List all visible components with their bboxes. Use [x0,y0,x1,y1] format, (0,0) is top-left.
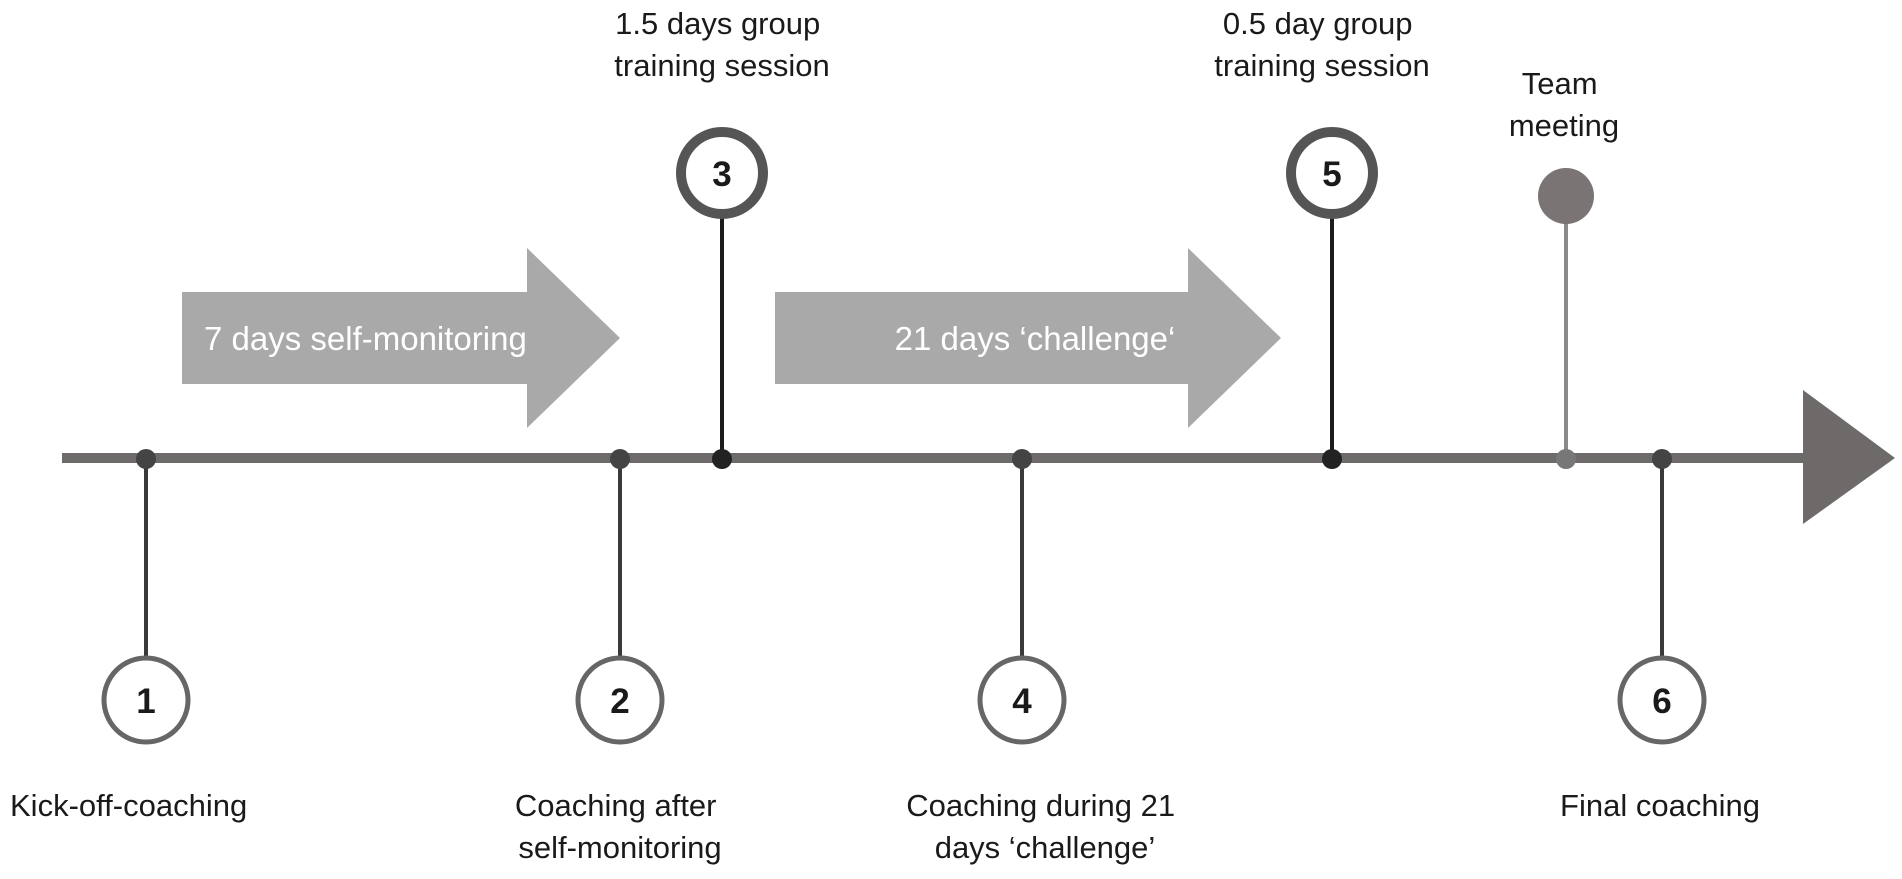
milestone-2: 2 Coaching after self-monitoring [515,449,725,865]
milestone-number: 2 [610,682,629,721]
milestone-circle [1286,127,1378,219]
team-meeting-marker: Team meeting [1509,66,1619,469]
timeline-axis [62,390,1895,524]
milestone-label-line: Coaching after [515,788,717,823]
milestone-label-line: 1.5 days group [615,6,820,41]
milestone-label-line: training session [1214,48,1429,83]
phase-arrow-self-monitoring: 7 days self-monitoring [182,248,620,428]
milestone-6: 6 Final coaching [1560,449,1760,823]
milestone-label: Coaching during 21 days ‘challenge’ [906,788,1183,865]
milestone-1: 1 Kick-off-coaching [10,449,247,823]
milestone-circle [676,127,768,219]
milestone-label: Final coaching [1560,788,1760,823]
phase-arrow-challenge: 21 days ‘challenge‘ [775,248,1281,428]
axis-node [1652,449,1672,469]
milestone-label-line: training session [614,48,829,83]
team-meeting-label-line: meeting [1509,108,1619,143]
milestone-label-line: Kick-off-coaching [10,788,247,823]
milestone-4: 4 Coaching during 21 days ‘challenge’ [906,449,1183,865]
team-meeting-dot [1538,168,1594,224]
axis-node [712,449,732,469]
phase-arrow-shape [182,248,620,428]
axis-node [1556,449,1576,469]
milestone-number: 4 [1012,682,1032,721]
phase-arrow-label: 21 days ‘challenge‘ [895,320,1176,357]
milestone-circle [1617,655,1707,745]
milestone-label-line: 0.5 day group [1223,6,1413,41]
axis-node [1012,449,1032,469]
milestone-circle [575,655,665,745]
milestone-label-line: self-monitoring [518,830,721,865]
milestone-label-line: Final coaching [1560,788,1760,823]
milestone-number: 6 [1652,682,1671,721]
milestone-circle [101,655,191,745]
phase-arrow-label: 7 days self-monitoring [204,320,527,357]
milestone-number: 5 [1322,155,1341,194]
milestone-circle [977,655,1067,745]
axis-node [1322,449,1342,469]
axis-node [610,449,630,469]
milestone-label: Kick-off-coaching [10,788,247,823]
axis-node [136,449,156,469]
milestone-number: 3 [712,155,731,194]
milestone-label-line: days ‘challenge’ [935,830,1156,865]
milestone-5: 5 0.5 day group training session [1214,6,1430,469]
team-meeting-label: Team meeting [1509,66,1619,143]
axis-arrowhead [1803,390,1895,524]
phase-arrow-shape [775,248,1281,428]
milestone-label: 0.5 day group training session [1214,6,1429,83]
team-meeting-label-line: Team [1522,66,1598,101]
milestone-label-line: Coaching during 21 [906,788,1175,823]
milestone-label: Coaching after self-monitoring [515,788,725,865]
milestone-label: 1.5 days group training session [614,6,829,83]
milestone-number: 1 [136,682,155,721]
milestone-3: 3 1.5 days group training session [614,6,830,469]
